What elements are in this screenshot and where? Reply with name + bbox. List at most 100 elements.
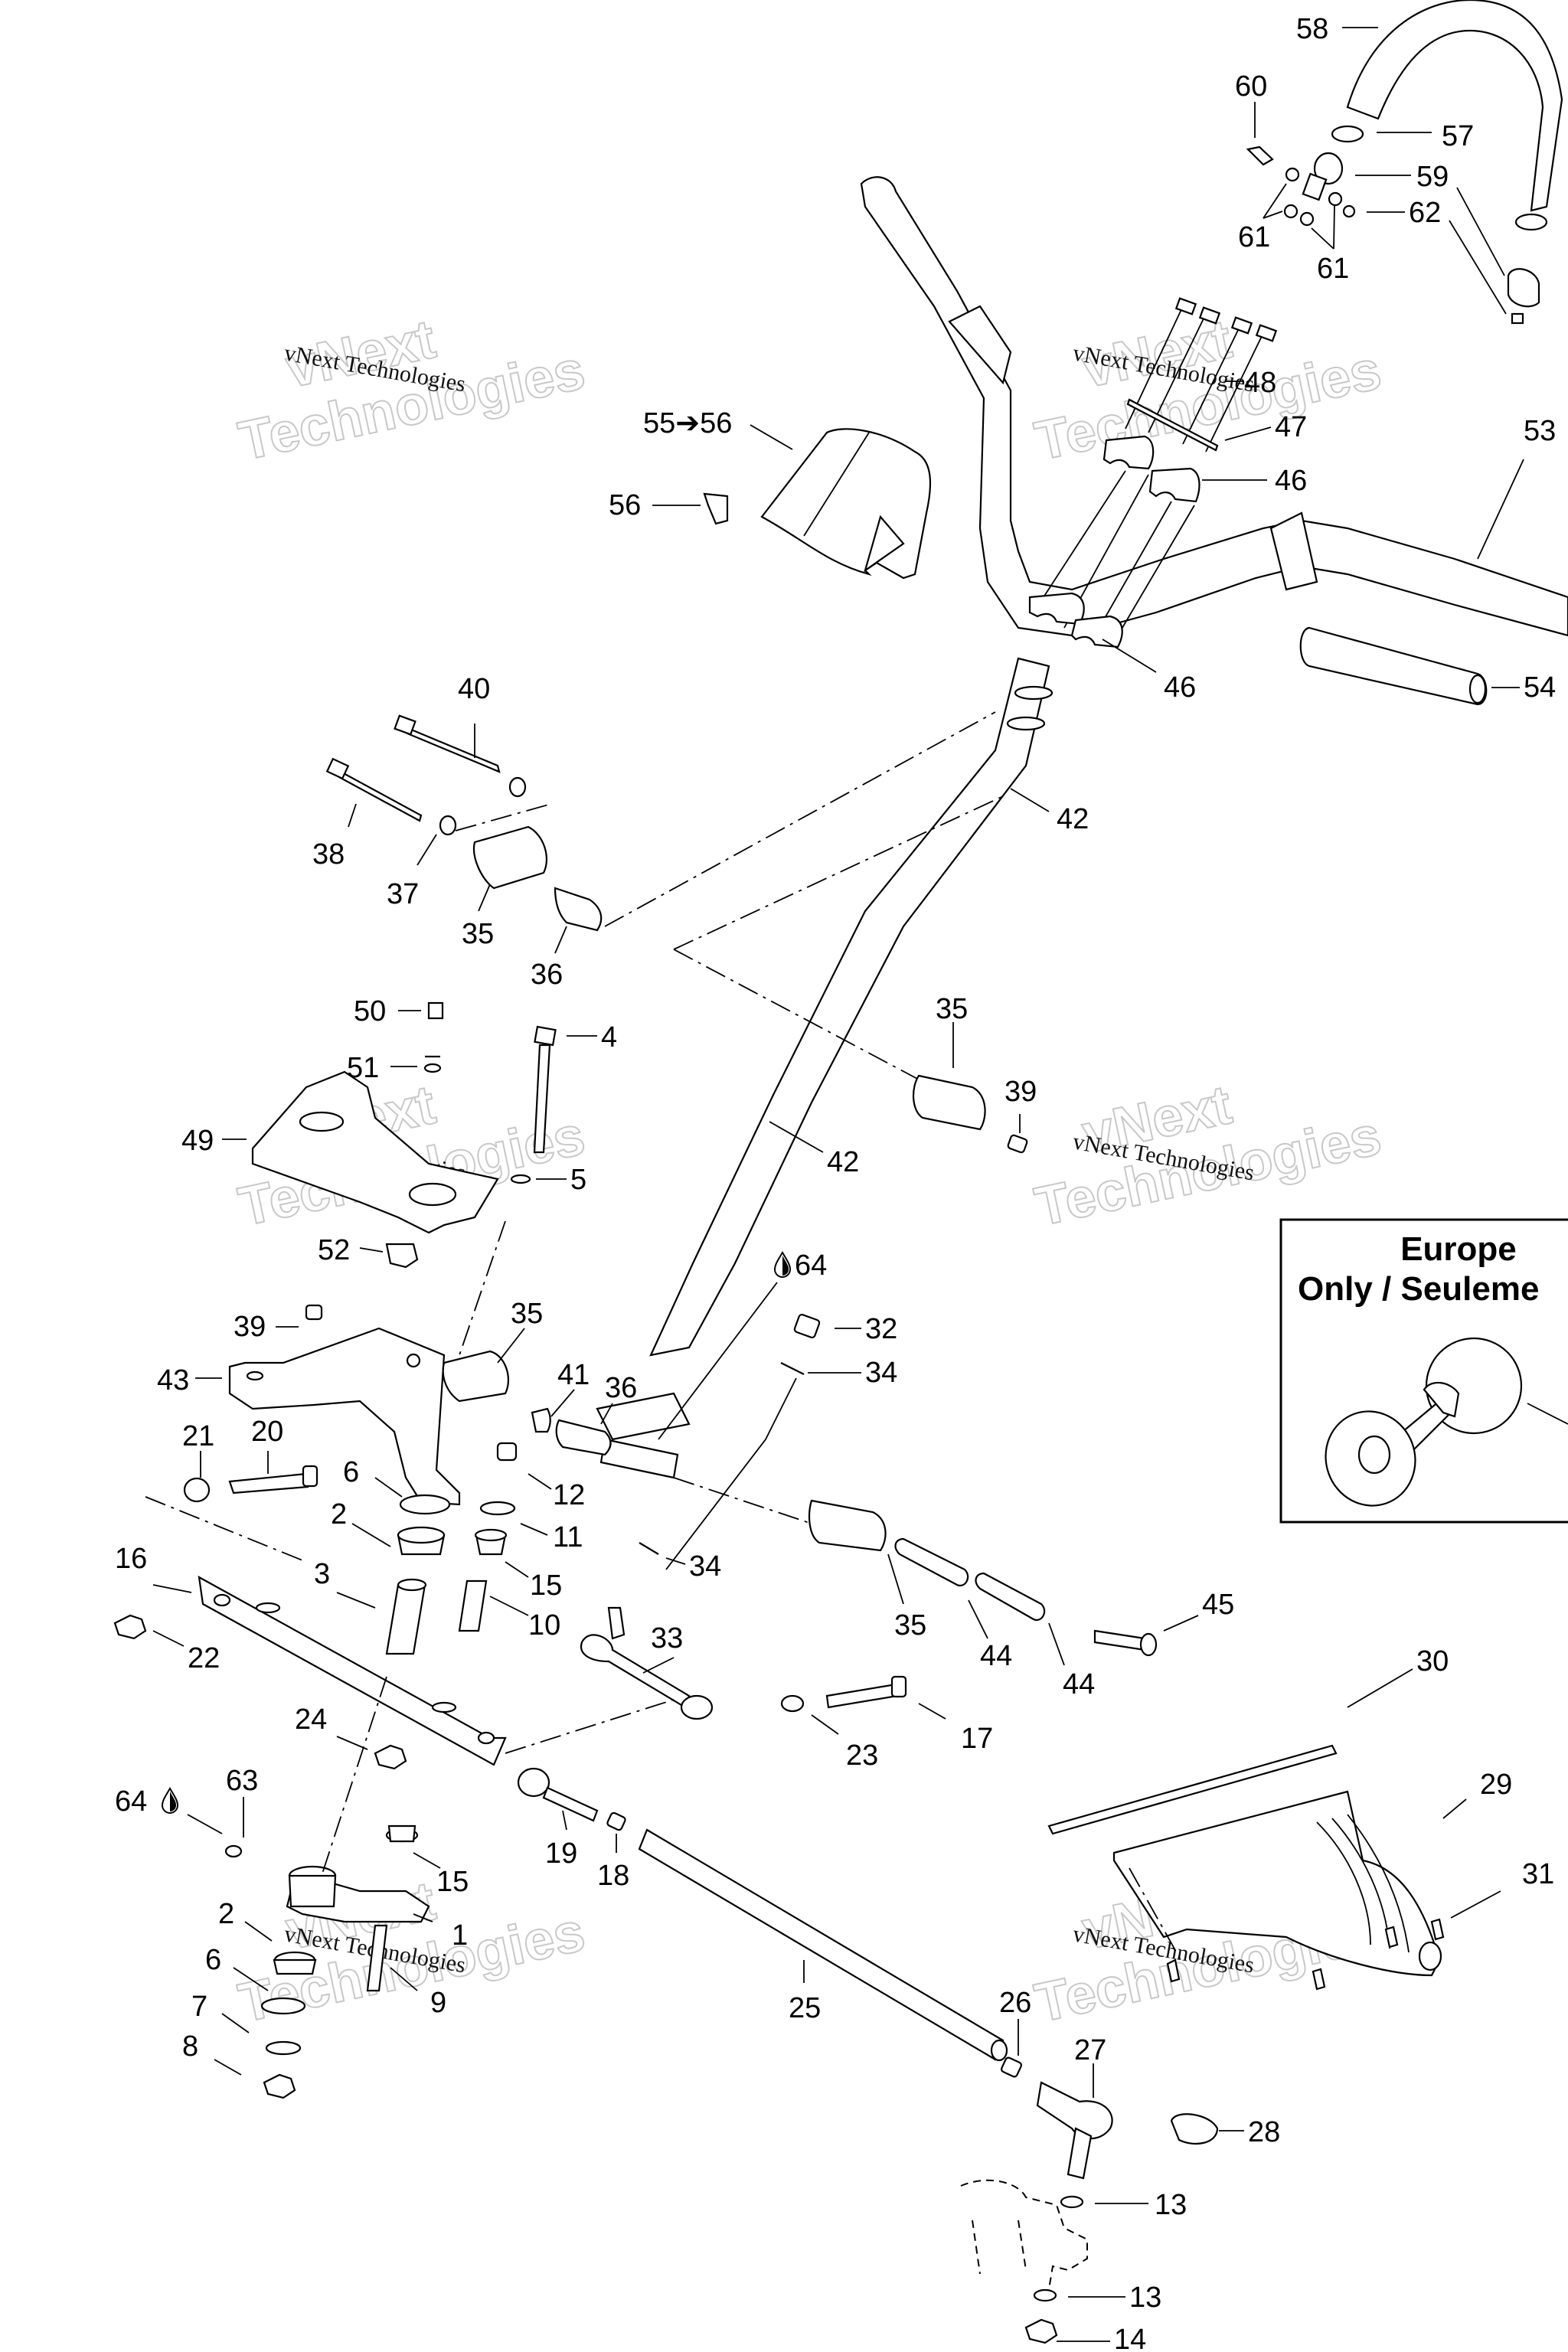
callout-6a: 6 xyxy=(343,1456,359,1488)
callout-35b: 35 xyxy=(936,993,968,1025)
leader-42a xyxy=(1010,788,1050,812)
steering-cover xyxy=(703,428,932,580)
callout-10: 10 xyxy=(528,1609,560,1642)
callout-60: 60 xyxy=(1235,70,1267,103)
callout-26: 26 xyxy=(999,1987,1031,2019)
callout-32: 32 xyxy=(865,1313,897,1345)
centerline-upper-3 xyxy=(673,795,1004,950)
leader-34b xyxy=(665,1557,686,1565)
callout-59: 59 xyxy=(1416,161,1449,193)
callout-36a: 36 xyxy=(531,959,563,991)
callout-53: 53 xyxy=(1524,415,1556,447)
callout-63: 63 xyxy=(226,1765,258,1797)
callout-2b: 2 xyxy=(218,1898,234,1930)
leader-61a-2 xyxy=(1263,211,1283,219)
callout-7: 7 xyxy=(191,1991,207,2023)
callout-36b: 36 xyxy=(605,1372,637,1404)
callout-35d: 35 xyxy=(894,1609,926,1642)
upper-bracket-hardware xyxy=(325,714,603,932)
callout-38: 38 xyxy=(312,838,345,871)
leader-1 xyxy=(413,1913,433,1922)
callout-18: 18 xyxy=(597,1860,629,1892)
lower-bracket-hardware xyxy=(808,1499,1158,1657)
leader-30 xyxy=(1347,1668,1413,1708)
leader-2b xyxy=(244,1921,273,1942)
callout-44a: 44 xyxy=(980,1640,1012,1672)
callout-11: 11 xyxy=(553,1521,583,1553)
callout-64b-text: 64 xyxy=(115,1785,147,1818)
centerline-upper xyxy=(455,803,552,831)
leader-10 xyxy=(489,1596,529,1616)
leader-22 xyxy=(152,1630,185,1647)
callout-35c: 35 xyxy=(511,1298,543,1330)
leader-6a xyxy=(374,1477,403,1498)
leader-37 xyxy=(416,834,437,866)
callout-39b: 39 xyxy=(234,1311,266,1343)
centerline-rod xyxy=(505,1699,675,1754)
europe-only-inset: Europe Only / Seuleme xyxy=(1279,1218,1568,1524)
leader-7 xyxy=(221,2013,250,2034)
leader-55to56 xyxy=(750,424,793,450)
callout-1: 1 xyxy=(452,1919,468,1952)
callout-17: 17 xyxy=(961,1723,993,1755)
callout-34b: 34 xyxy=(689,1550,721,1583)
lower-pivot xyxy=(224,1824,430,2099)
leader-35c xyxy=(497,1328,525,1364)
leader-45 xyxy=(1163,1615,1199,1632)
callout-49: 49 xyxy=(181,1125,214,1157)
callout-54: 54 xyxy=(1524,671,1556,704)
leader-15a xyxy=(505,1561,529,1578)
callout-42a: 42 xyxy=(1057,803,1089,835)
leader-6b xyxy=(233,1967,269,1991)
callout-51: 51 xyxy=(347,1052,379,1084)
centerline-bracket xyxy=(459,1220,506,1356)
leader-62-to-nut xyxy=(1449,220,1507,315)
cap-28 xyxy=(1170,2113,1219,2145)
callout-47: 47 xyxy=(1275,411,1307,443)
support-bracket xyxy=(251,1001,499,1269)
leader-41 xyxy=(550,1389,575,1417)
callout-61a: 61 xyxy=(1238,221,1270,253)
callout-64a: 64 xyxy=(774,1250,827,1282)
leader-42b xyxy=(769,1121,824,1153)
callout-56: 56 xyxy=(609,489,641,521)
leader-38 xyxy=(348,803,357,828)
clip-34b xyxy=(639,1542,659,1555)
callout-9: 9 xyxy=(430,1987,446,2019)
centerline-plate xyxy=(145,1496,307,1563)
steering-column xyxy=(596,657,1054,1479)
callout-27: 27 xyxy=(1074,2034,1106,2066)
steering-plate xyxy=(113,1575,507,1770)
wire-34 xyxy=(665,1377,797,1570)
centerline-lower-pivot xyxy=(321,1676,387,1877)
leader-35a xyxy=(478,884,491,912)
leader-23 xyxy=(811,1714,839,1735)
centerline-boot xyxy=(1129,1867,1184,1965)
oil-drop-icon xyxy=(162,1788,178,1814)
callout-48: 48 xyxy=(1244,367,1276,399)
pivot-bolt xyxy=(183,1465,318,1503)
handlebar-clamp-bolts xyxy=(1028,297,1278,648)
leader-64a xyxy=(658,1282,778,1440)
centerline-lower xyxy=(673,1477,812,1524)
leader-47 xyxy=(1224,426,1272,441)
callout-50: 50 xyxy=(354,995,386,1027)
bushing-stack xyxy=(385,1442,518,1655)
leader-44a xyxy=(968,1599,988,1639)
callout-14: 14 xyxy=(1114,2324,1146,2352)
callout-5: 5 xyxy=(570,1164,586,1196)
leader-35d xyxy=(887,1553,904,1605)
tie-rod-upper xyxy=(580,1606,907,1720)
leader-33 xyxy=(642,1657,675,1674)
leader-29 xyxy=(1442,1798,1467,1819)
callout-21: 21 xyxy=(182,1420,214,1452)
callout-15a: 15 xyxy=(530,1570,562,1602)
leader-61a-1 xyxy=(1263,183,1287,219)
callout-19: 19 xyxy=(545,1838,577,1870)
callout-3: 3 xyxy=(314,1558,330,1590)
centerline-upper-4 xyxy=(673,949,920,1080)
callout-16: 16 xyxy=(115,1543,147,1575)
leader-3 xyxy=(336,1592,376,1609)
grip xyxy=(1299,626,1488,706)
mount-bracket xyxy=(228,1304,612,1506)
